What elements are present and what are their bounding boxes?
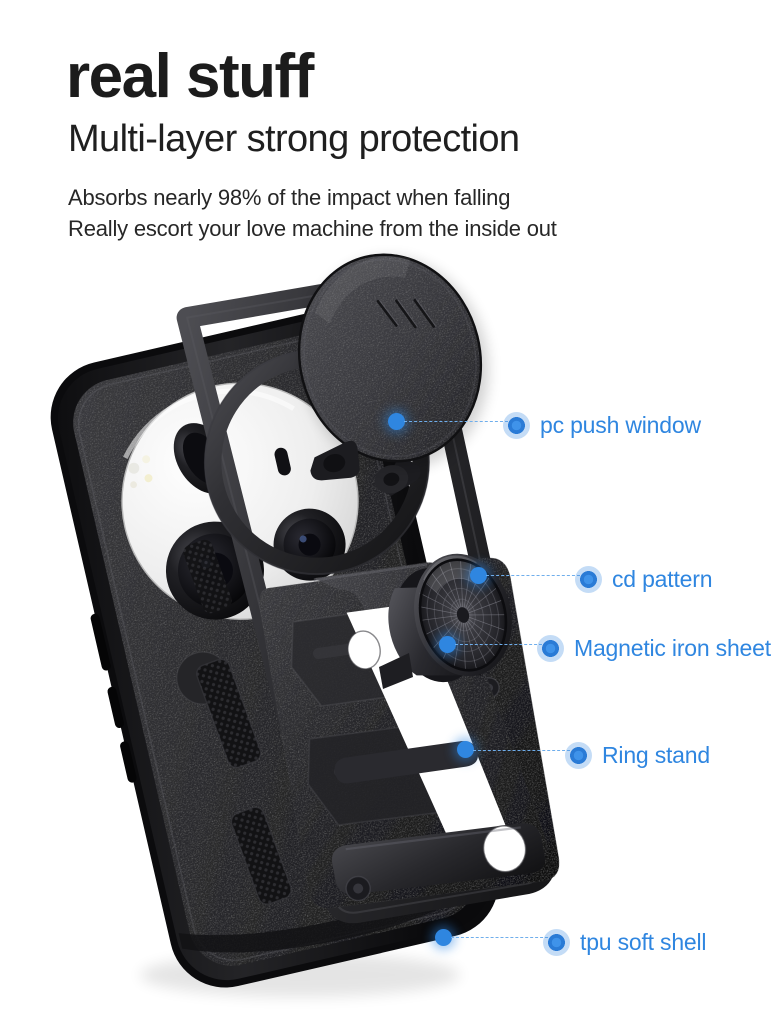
callout-anchor-tpu-soft-shell — [435, 929, 452, 946]
callout-leader-magnetic-iron-sheet — [455, 644, 542, 645]
callout-ring-stand[interactable]: Ring stand — [569, 742, 710, 769]
callout-leader-pc-push-window — [404, 421, 508, 422]
callout-anchor-magnetic-iron-sheet — [439, 636, 456, 653]
page-body-text: Absorbs nearly 98% of the impact when fa… — [68, 182, 557, 244]
callout-leader-ring-stand — [473, 750, 570, 751]
callout-label-tpu-soft-shell: tpu soft shell — [580, 929, 707, 955]
callout-pc-push-window[interactable]: pc push window — [507, 412, 701, 439]
callout-anchor-cd-pattern — [470, 567, 487, 584]
callout-leader-tpu-soft-shell — [451, 937, 548, 938]
callout-anchor-pc-push-window — [388, 413, 405, 430]
callout-dot-icon — [569, 746, 588, 765]
page-title: real stuff — [66, 42, 314, 111]
callout-dot-icon — [507, 416, 526, 435]
callout-dot-icon — [547, 933, 566, 952]
callout-label-pc-push-window: pc push window — [540, 412, 701, 438]
callout-cd-pattern[interactable]: cd pattern — [579, 566, 712, 593]
body-line-2: Really escort your love machine from the… — [68, 216, 557, 241]
callout-dot-icon — [579, 570, 598, 589]
page-subtitle: Multi-layer strong protection — [68, 118, 520, 160]
callout-dot-icon — [541, 639, 560, 658]
callout-magnetic-iron-sheet[interactable]: Magnetic iron sheet — [541, 635, 771, 662]
callout-label-magnetic-iron-sheet: Magnetic iron sheet — [574, 635, 771, 661]
callout-tpu-soft-shell[interactable]: tpu soft shell — [547, 929, 707, 956]
callout-label-ring-stand: Ring stand — [602, 742, 710, 768]
body-line-1: Absorbs nearly 98% of the impact when fa… — [68, 185, 511, 210]
callout-anchor-ring-stand — [457, 741, 474, 758]
callout-leader-cd-pattern — [486, 575, 580, 576]
callout-label-cd-pattern: cd pattern — [612, 566, 713, 592]
